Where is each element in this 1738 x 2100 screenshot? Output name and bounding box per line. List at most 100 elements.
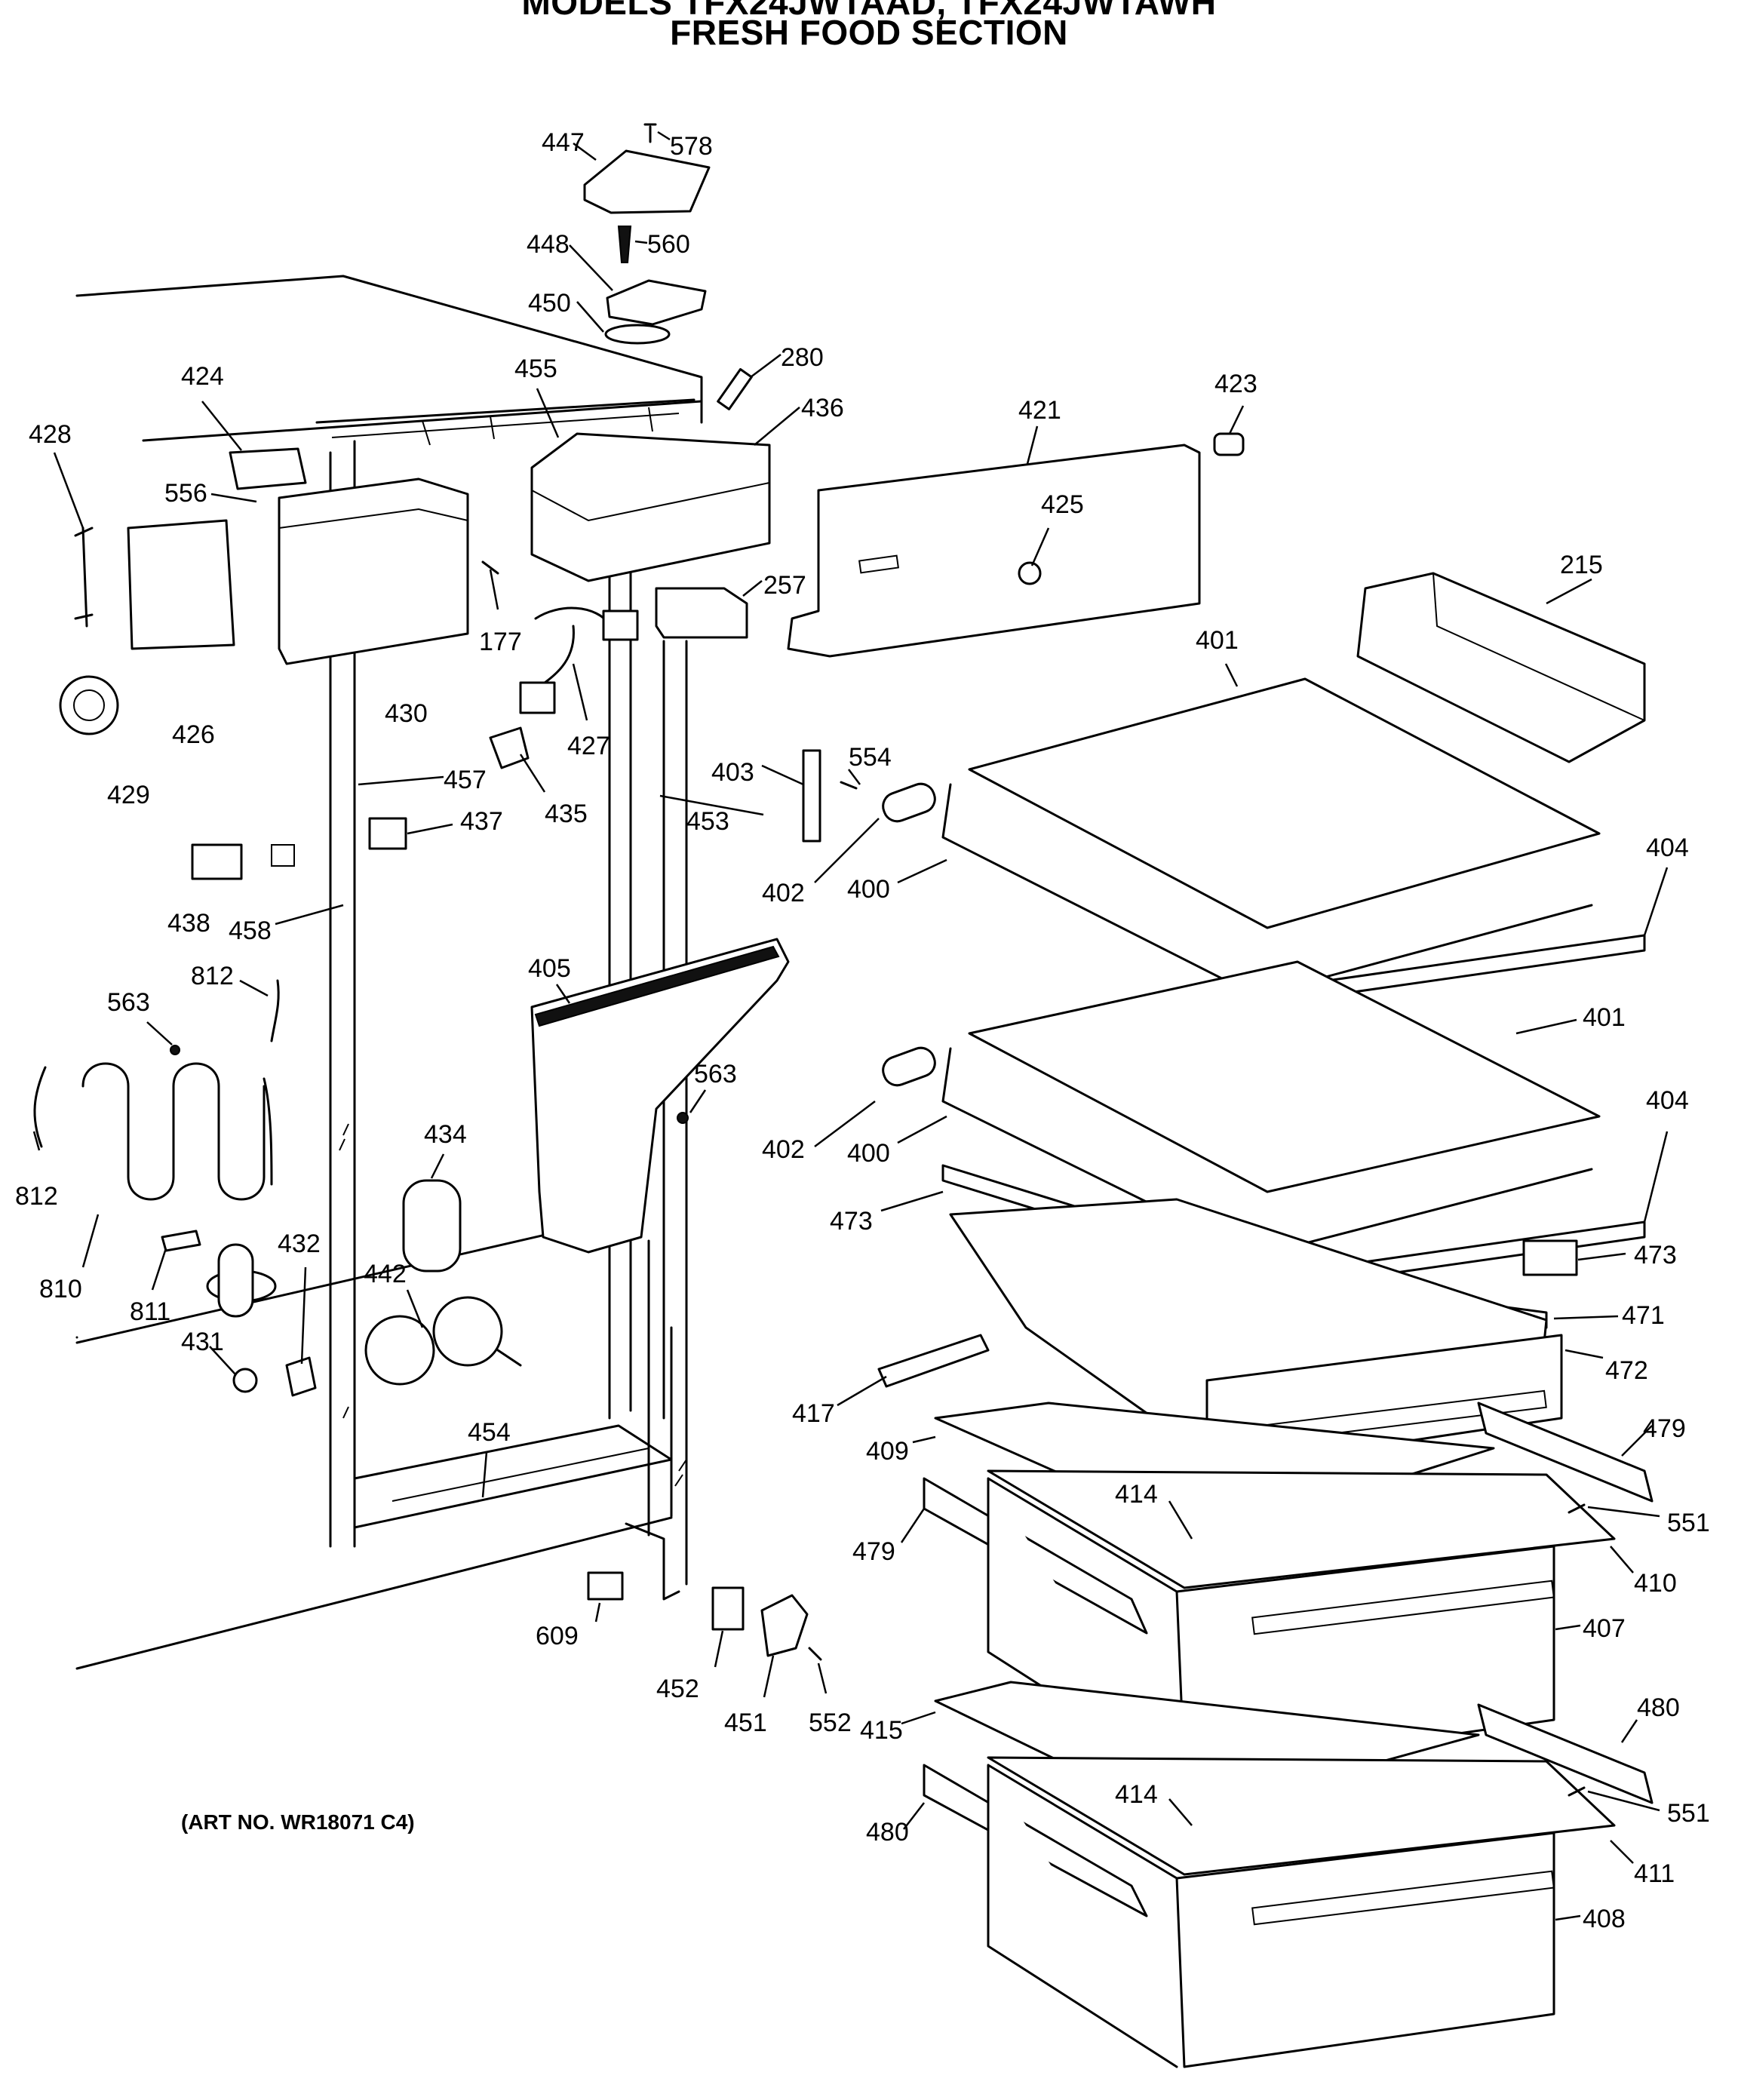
part-451-hinge — [760, 1594, 809, 1657]
part-label-432: 432 — [278, 1230, 321, 1258]
part-label-434: 434 — [424, 1120, 467, 1149]
part-label-409: 409 — [866, 1437, 909, 1466]
part-label-448: 448 — [527, 230, 570, 259]
part-label-403: 403 — [711, 758, 754, 787]
part-label-400: 400 — [847, 1139, 890, 1168]
part-label-401: 401 — [1196, 626, 1239, 655]
part-421-panel — [787, 444, 1201, 658]
part-label-425: 425 — [1041, 490, 1084, 519]
leader-lines — [32, 130, 1669, 1921]
part-410-drawer-frame — [987, 1469, 1616, 1589]
part-label-453: 453 — [686, 807, 729, 836]
part-404-trim-upper — [1326, 934, 1646, 997]
part-label-415: 415 — [860, 1716, 903, 1745]
part-label-402: 402 — [762, 879, 805, 907]
part-label-431: 431 — [181, 1328, 224, 1356]
part-423-light — [1213, 432, 1245, 456]
part-label-451: 451 — [724, 1709, 767, 1737]
part-479-slide-right — [1477, 1402, 1654, 1503]
part-810-heater — [81, 1062, 266, 1201]
part-label-429: 429 — [107, 781, 150, 809]
part-label-811: 811 — [130, 1297, 170, 1326]
part-label-404: 404 — [1646, 834, 1689, 862]
part-438-light — [191, 843, 243, 880]
part-427-harness — [527, 606, 613, 695]
part-label-473: 473 — [1634, 1241, 1677, 1270]
part-label-215: 215 — [1560, 551, 1603, 579]
part-401-glass-shelf-lower — [968, 960, 1601, 1193]
part-label-438: 438 — [167, 909, 210, 938]
part-label-417: 417 — [792, 1399, 835, 1428]
part-405-bracket — [530, 938, 790, 1254]
part-label-472: 472 — [1605, 1356, 1648, 1385]
part-434-cover — [402, 1179, 462, 1273]
part-257-timer — [655, 587, 748, 639]
part-label-457: 457 — [444, 766, 487, 794]
part-label-402: 402 — [762, 1135, 805, 1164]
part-label-407: 407 — [1583, 1614, 1626, 1643]
part-403-rail — [802, 749, 821, 843]
page-title-section: FRESH FOOD SECTION — [670, 13, 1068, 52]
part-452-plate — [711, 1586, 745, 1631]
part-label-414: 414 — [1115, 1780, 1158, 1809]
part-400-frame-upper — [941, 783, 1593, 997]
part-429-knob — [59, 675, 119, 735]
part-label-421: 421 — [1018, 396, 1061, 425]
part-811-clip — [161, 1230, 201, 1252]
part-label-552: 552 — [809, 1709, 852, 1737]
part-426-housing — [127, 519, 235, 650]
part-450-gasket — [604, 324, 671, 345]
part-417-rail — [877, 1334, 990, 1388]
part-label-414: 414 — [1115, 1480, 1158, 1509]
part-447-cover — [583, 149, 711, 214]
part-label-609: 609 — [536, 1622, 579, 1650]
part-label-437: 437 — [460, 807, 503, 836]
part-label-257: 257 — [763, 571, 806, 600]
part-label-400: 400 — [847, 875, 890, 904]
part-label-435: 435 — [545, 800, 588, 828]
part-812-tube-b — [33, 1066, 47, 1148]
part-label-404: 404 — [1646, 1086, 1689, 1115]
art-number: (ART NO. WR18071 C4) — [181, 1810, 415, 1834]
part-label-423: 423 — [1214, 370, 1257, 398]
part-label-560: 560 — [647, 230, 690, 259]
part-label-430: 430 — [385, 699, 428, 728]
part-label-177: 177 — [479, 628, 522, 656]
part-label-812: 812 — [191, 962, 234, 990]
part-label-455: 455 — [514, 355, 557, 383]
part-812-tube — [270, 979, 280, 1042]
part-label-479: 479 — [1643, 1414, 1686, 1443]
part-label-424: 424 — [181, 362, 224, 391]
part-411-drawer-frame — [987, 1756, 1616, 1876]
part-408-drawer — [987, 1764, 1555, 2068]
part-label-473: 473 — [830, 1207, 873, 1236]
part-400-frame-lower — [941, 1047, 1593, 1257]
part-label-427: 427 — [567, 732, 610, 760]
part-label-405: 405 — [528, 954, 571, 983]
part-448-bracket — [606, 279, 707, 326]
part-435 — [489, 726, 530, 769]
part-label-563: 563 — [107, 988, 150, 1017]
part-label-411: 411 — [1634, 1859, 1675, 1888]
part-430-duct — [278, 477, 469, 665]
part-442-fan-assembly — [364, 1296, 522, 1386]
part-578-screw — [643, 123, 657, 143]
part-280 — [717, 368, 753, 410]
part-label-447: 447 — [542, 128, 585, 157]
part-label-556: 556 — [164, 479, 207, 508]
part-label-454: 454 — [468, 1418, 511, 1447]
part-428-clip — [74, 527, 94, 628]
part-label-551: 551 — [1667, 1799, 1710, 1828]
part-label-426: 426 — [172, 720, 215, 749]
part-424-thermostat — [229, 447, 307, 490]
part-560-screw — [617, 226, 632, 263]
part-label-578: 578 — [670, 132, 713, 161]
part-label-408: 408 — [1583, 1905, 1626, 1933]
part-label-812: 812 — [15, 1182, 58, 1211]
part-437-switch — [368, 817, 407, 850]
part-label-442: 442 — [364, 1260, 407, 1288]
part-609-clip — [587, 1571, 624, 1601]
part-label-563: 563 — [694, 1060, 737, 1088]
